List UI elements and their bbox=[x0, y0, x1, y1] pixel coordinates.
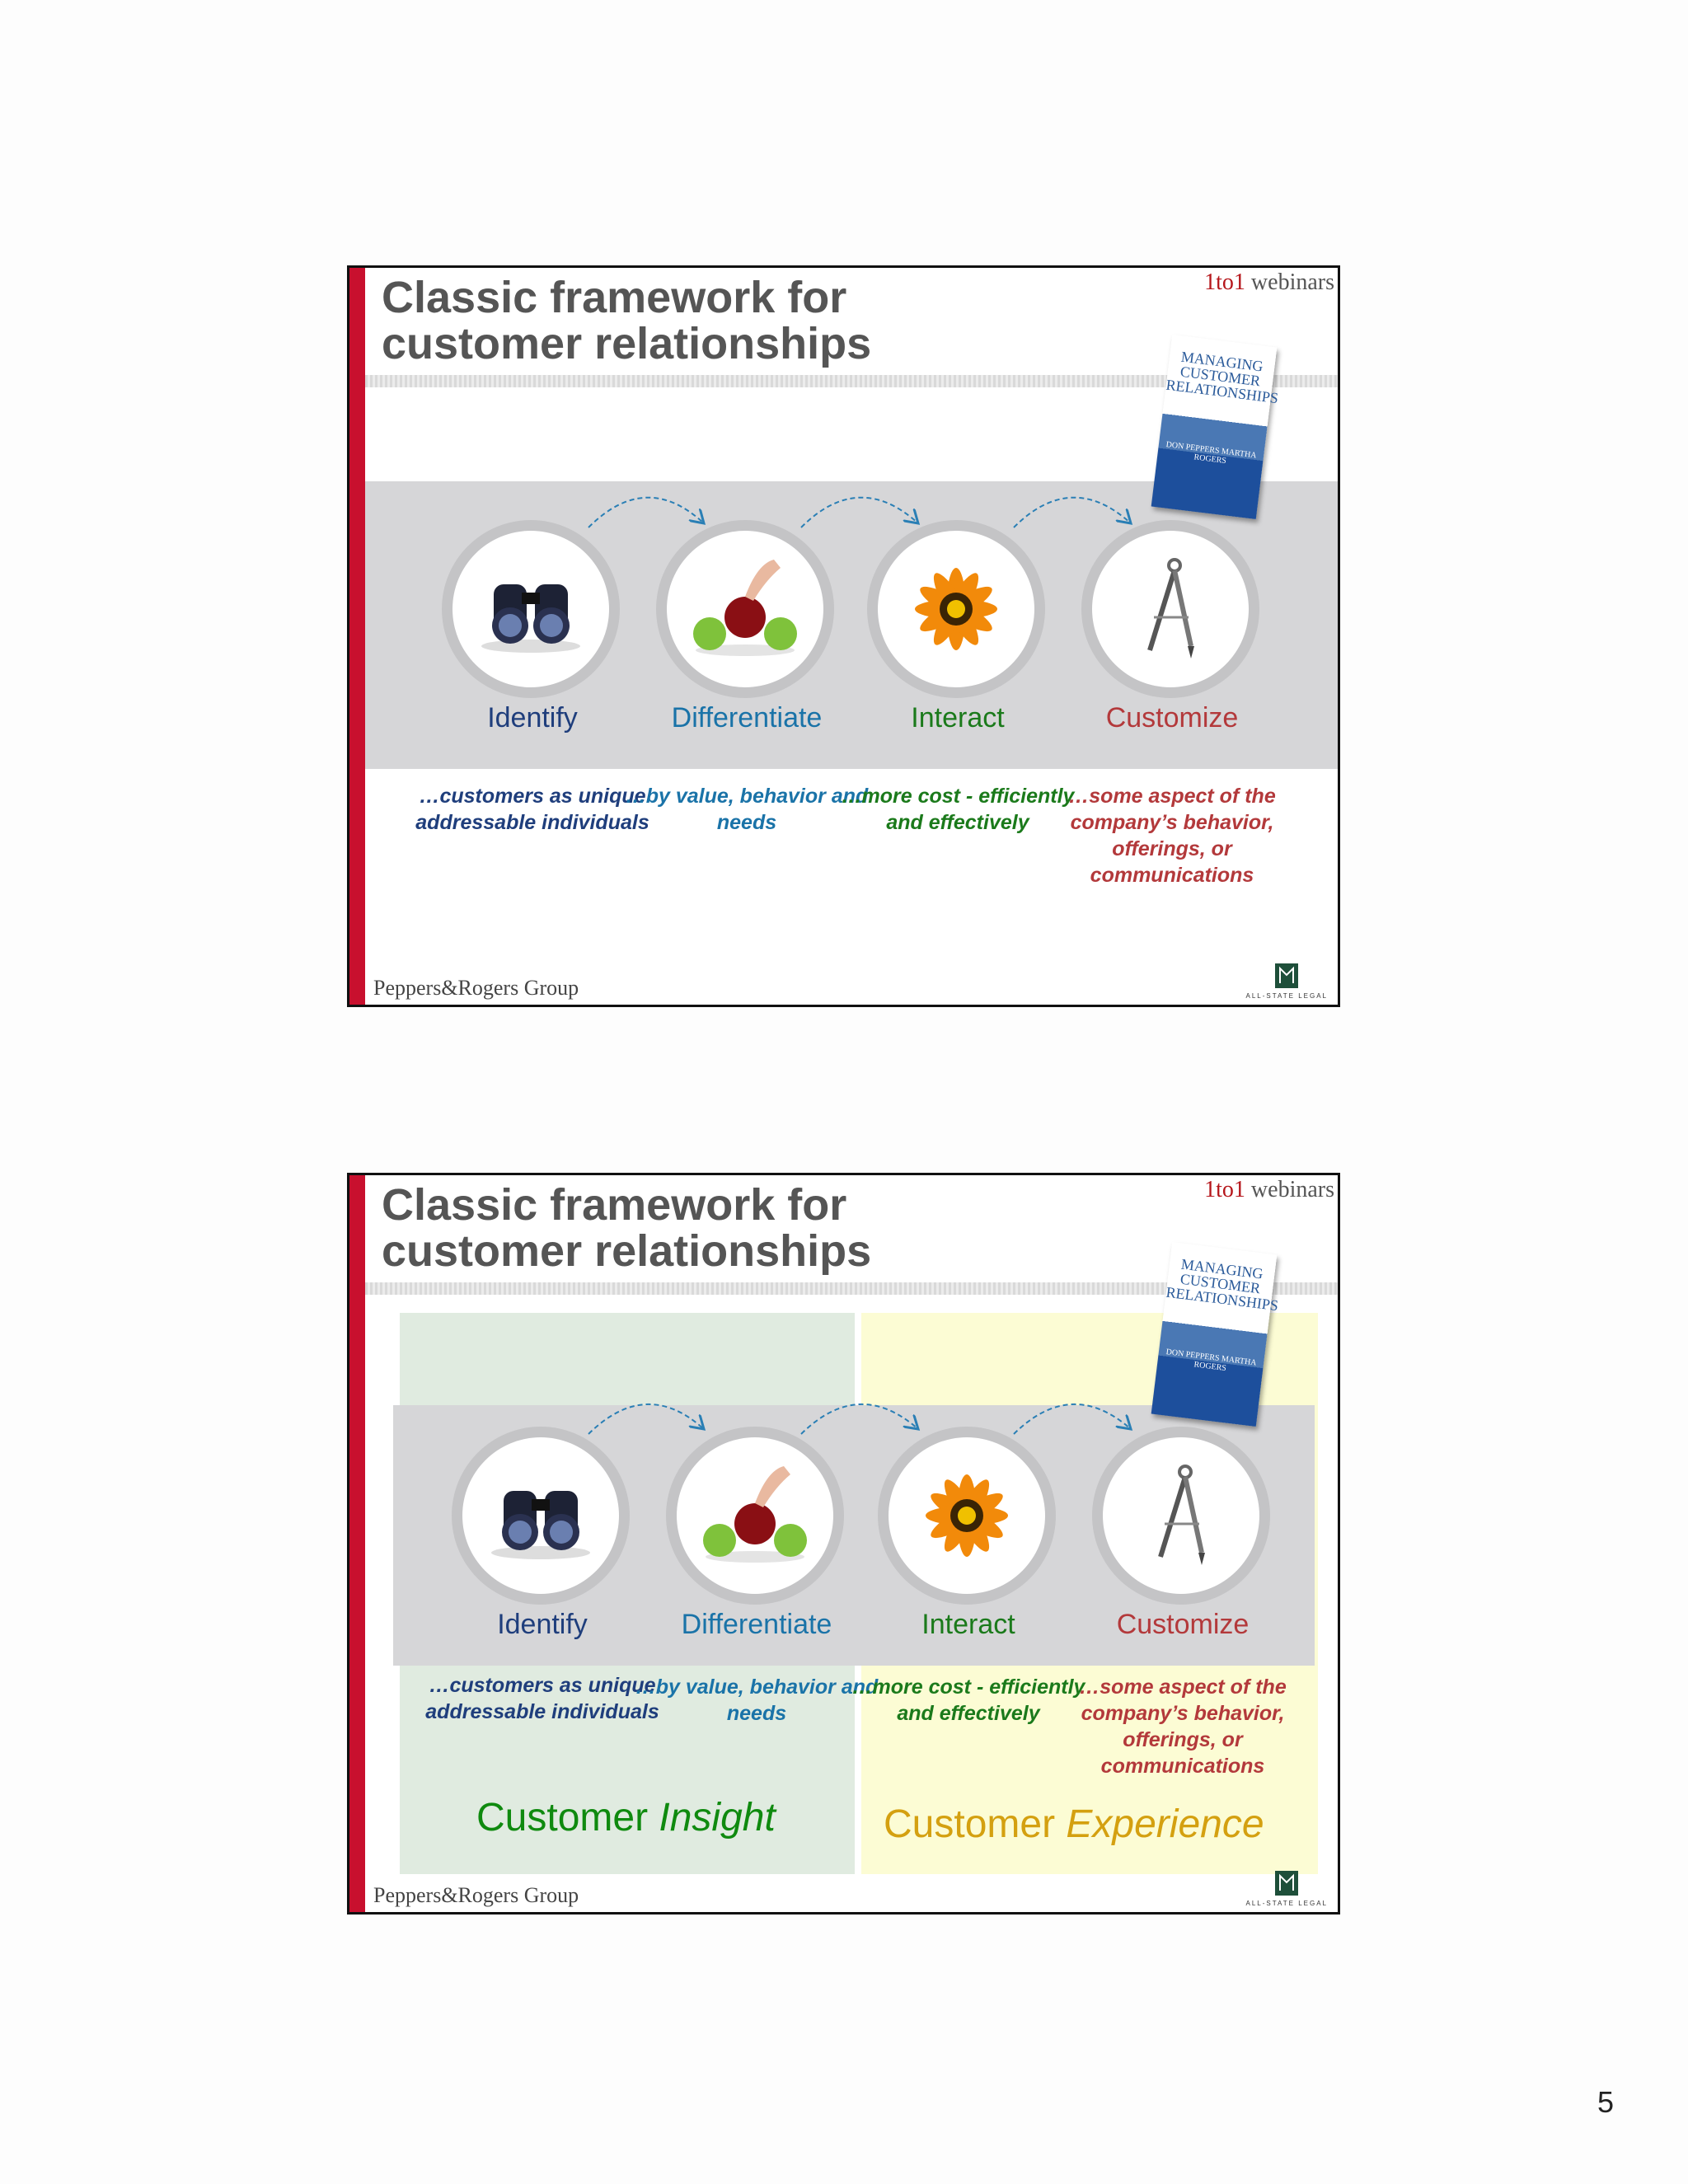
flower-icon bbox=[915, 568, 997, 650]
stage-ring bbox=[867, 520, 1045, 698]
book-title: MANAGING CUSTOMER RELATIONSHIPS bbox=[1165, 348, 1280, 407]
stage-label: Customize bbox=[1105, 702, 1239, 733]
legal-logo-icon bbox=[1275, 1871, 1299, 1896]
stage-description: …by value, behavior and needs bbox=[635, 1675, 879, 1725]
stage-ring bbox=[1092, 1427, 1270, 1605]
stage-description: …more cost - efficiently and effectively bbox=[841, 785, 1075, 834]
book-cover: MANAGING CUSTOMER RELATIONSHIPS DON PEPP… bbox=[1151, 334, 1280, 520]
apples-icon bbox=[693, 560, 797, 656]
stage-description: …some aspect of the company’s behavior, … bbox=[1079, 1675, 1287, 1778]
stage-ring bbox=[666, 1427, 844, 1605]
slide-1: Classic framework for customer relations… bbox=[347, 265, 1340, 1007]
stage-ring bbox=[656, 520, 834, 698]
page-number: 5 bbox=[1597, 2085, 1615, 2119]
title-line-1: Classic framework for bbox=[382, 1180, 847, 1230]
stage-label: Customize bbox=[1116, 1609, 1250, 1640]
webinars-logo: 1to1 webinars bbox=[1204, 1177, 1334, 1202]
title-line-2: customer relationships bbox=[382, 1226, 872, 1276]
book-authors: DON PEPPERS MARTHA ROGERS bbox=[1165, 1347, 1258, 1374]
compass-icon bbox=[1147, 558, 1194, 658]
red-accent-bar bbox=[349, 1175, 365, 1912]
legal-logo-icon bbox=[1275, 963, 1299, 988]
title-line-2: customer relationships bbox=[382, 319, 872, 368]
customer-insight-label: Customer Insight bbox=[476, 1796, 776, 1840]
stage-description: …by value, behavior and needs bbox=[625, 785, 869, 834]
binoculars-icon bbox=[491, 1491, 590, 1559]
stage-label: Differentiate bbox=[671, 702, 823, 733]
stage-description: …more cost - efficiently and effectively bbox=[851, 1675, 1085, 1725]
book-title: MANAGING CUSTOMER RELATIONSHIPS bbox=[1165, 1255, 1280, 1315]
slide-title: Classic framework for customer relations… bbox=[382, 1182, 871, 1274]
stage-label: Interact bbox=[921, 1609, 1015, 1640]
webinars-logo: 1to1 webinars bbox=[1204, 269, 1334, 295]
stage-description: …customers as unique addressable individ… bbox=[415, 785, 649, 834]
peppers-rogers-logo: Peppers&Rogers Group bbox=[373, 976, 579, 1000]
stage-label: Identify bbox=[487, 702, 578, 733]
compass-icon bbox=[1158, 1465, 1205, 1565]
stage-ring bbox=[452, 1427, 630, 1605]
apples-icon bbox=[703, 1466, 807, 1563]
stage-description: …customers as unique addressable individ… bbox=[425, 1674, 659, 1723]
binoculars-icon bbox=[481, 584, 580, 653]
flower-icon bbox=[926, 1474, 1008, 1557]
all-state-legal-logo: ALL-STATE LEGAL bbox=[1245, 963, 1328, 1000]
title-line-1: Classic framework for bbox=[382, 273, 847, 322]
stage-ring bbox=[442, 520, 620, 698]
peppers-rogers-logo: Peppers&Rogers Group bbox=[373, 1883, 579, 1907]
stage-label: Interact bbox=[911, 702, 1005, 733]
stage-description: …some aspect of the company’s behavior, … bbox=[1068, 785, 1276, 887]
title-divider bbox=[365, 1282, 1338, 1295]
book-authors: DON PEPPERS MARTHA ROGERS bbox=[1165, 440, 1258, 466]
red-accent-bar bbox=[349, 268, 365, 1005]
stage-ring bbox=[1081, 520, 1259, 698]
slide-2: Classic framework for customer relations… bbox=[347, 1173, 1340, 1915]
title-divider bbox=[365, 375, 1338, 387]
stage-ring bbox=[878, 1427, 1056, 1605]
stage-label: Identify bbox=[497, 1609, 588, 1640]
stage-label: Differentiate bbox=[681, 1609, 832, 1640]
customer-experience-label: Customer Experience bbox=[884, 1802, 1264, 1846]
book-cover: MANAGING CUSTOMER RELATIONSHIPS DON PEPP… bbox=[1151, 1241, 1280, 1427]
slide-title: Classic framework for customer relations… bbox=[382, 274, 871, 367]
all-state-legal-logo: ALL-STATE LEGAL bbox=[1245, 1871, 1328, 1907]
